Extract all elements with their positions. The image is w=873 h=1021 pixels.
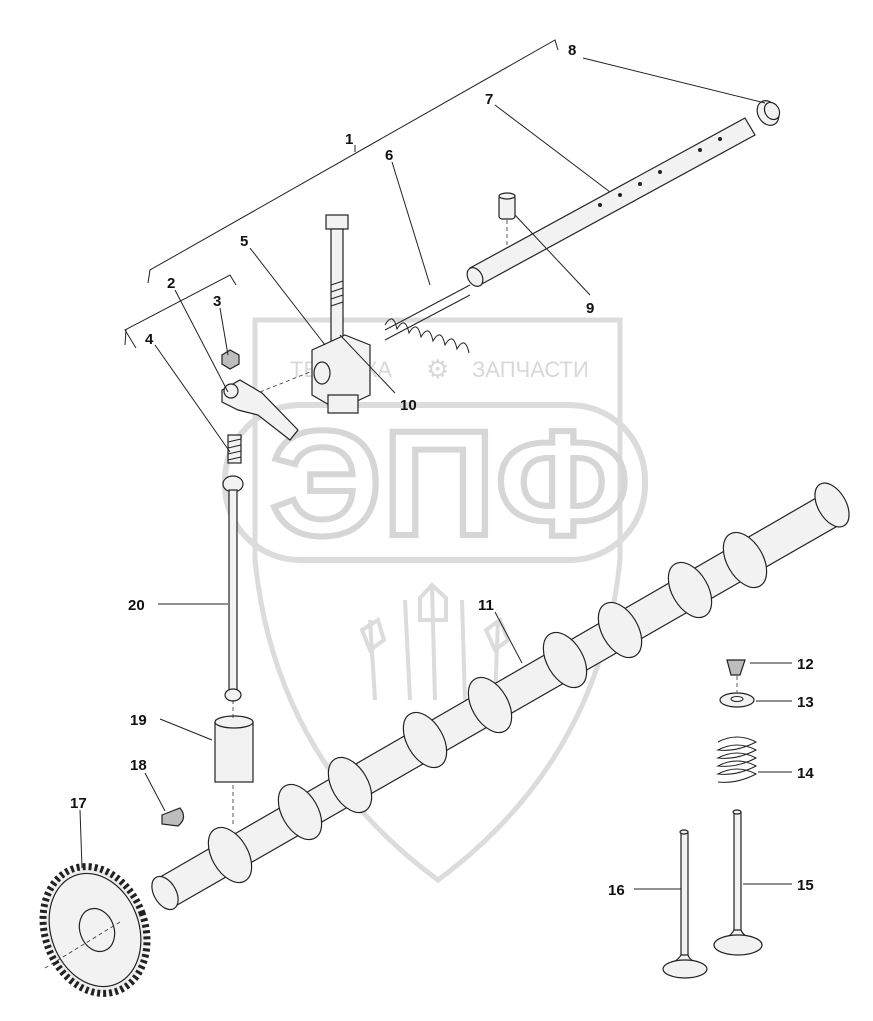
- support-bolt: [325, 214, 349, 345]
- gear-icon: ⚙: [426, 354, 449, 384]
- adjusting-screw: [227, 434, 242, 464]
- callout-labels: 1 2 3 4 5 6 7 8 9 10 11 12 13 14 15 16 1…: [70, 42, 814, 899]
- callout-14: 14: [797, 765, 814, 782]
- valve-keeper: [726, 659, 746, 676]
- callout-2: 2: [167, 275, 175, 292]
- callout-7: 7: [485, 91, 493, 108]
- callout-10: 10: [400, 397, 417, 414]
- shaft-end-plug: [756, 100, 781, 126]
- valve-spring: [716, 736, 758, 783]
- rocker-arm: [221, 379, 299, 441]
- callout-1: 1: [345, 131, 353, 148]
- rocker-spring: [384, 284, 471, 354]
- callout-17: 17: [70, 795, 87, 812]
- intake-valve: [662, 829, 708, 979]
- camshaft: [151, 482, 850, 911]
- leader-lines: [79, 57, 792, 890]
- callout-3: 3: [213, 293, 221, 310]
- callout-19: 19: [130, 712, 147, 729]
- callout-9: 9: [586, 300, 594, 317]
- exhaust-valve: [713, 809, 763, 956]
- callout-8: 8: [568, 42, 576, 59]
- camshaft-gear: [39, 863, 151, 997]
- push-rod: [222, 475, 244, 702]
- assembly-axes: [44, 220, 738, 969]
- callout-15: 15: [797, 877, 814, 894]
- callout-13: 13: [797, 694, 814, 711]
- assembly-brackets: [124, 39, 559, 349]
- callout-18: 18: [130, 757, 147, 774]
- watermark: ТЕХНИКА ⚙ ЗАПЧАСТИ ЭПФ: [222, 317, 648, 884]
- spring-retainer: [719, 692, 755, 708]
- callout-16: 16: [608, 882, 625, 899]
- callout-6: 6: [385, 147, 393, 164]
- woodruff-key: [161, 807, 185, 827]
- callout-4: 4: [145, 331, 154, 348]
- adjusting-nut: [221, 349, 240, 370]
- watermark-logo-text: ЭПФ: [270, 399, 630, 567]
- watermark-right-text: ЗАПЧАСТИ: [472, 357, 589, 382]
- wheat-icon: [359, 582, 511, 701]
- callout-11: 11: [478, 597, 494, 614]
- rocker-support: [311, 334, 371, 414]
- callout-20: 20: [128, 597, 145, 614]
- oil-fitting: [498, 192, 516, 220]
- callout-5: 5: [240, 233, 248, 250]
- tappet: [214, 715, 254, 783]
- callout-12: 12: [797, 656, 814, 673]
